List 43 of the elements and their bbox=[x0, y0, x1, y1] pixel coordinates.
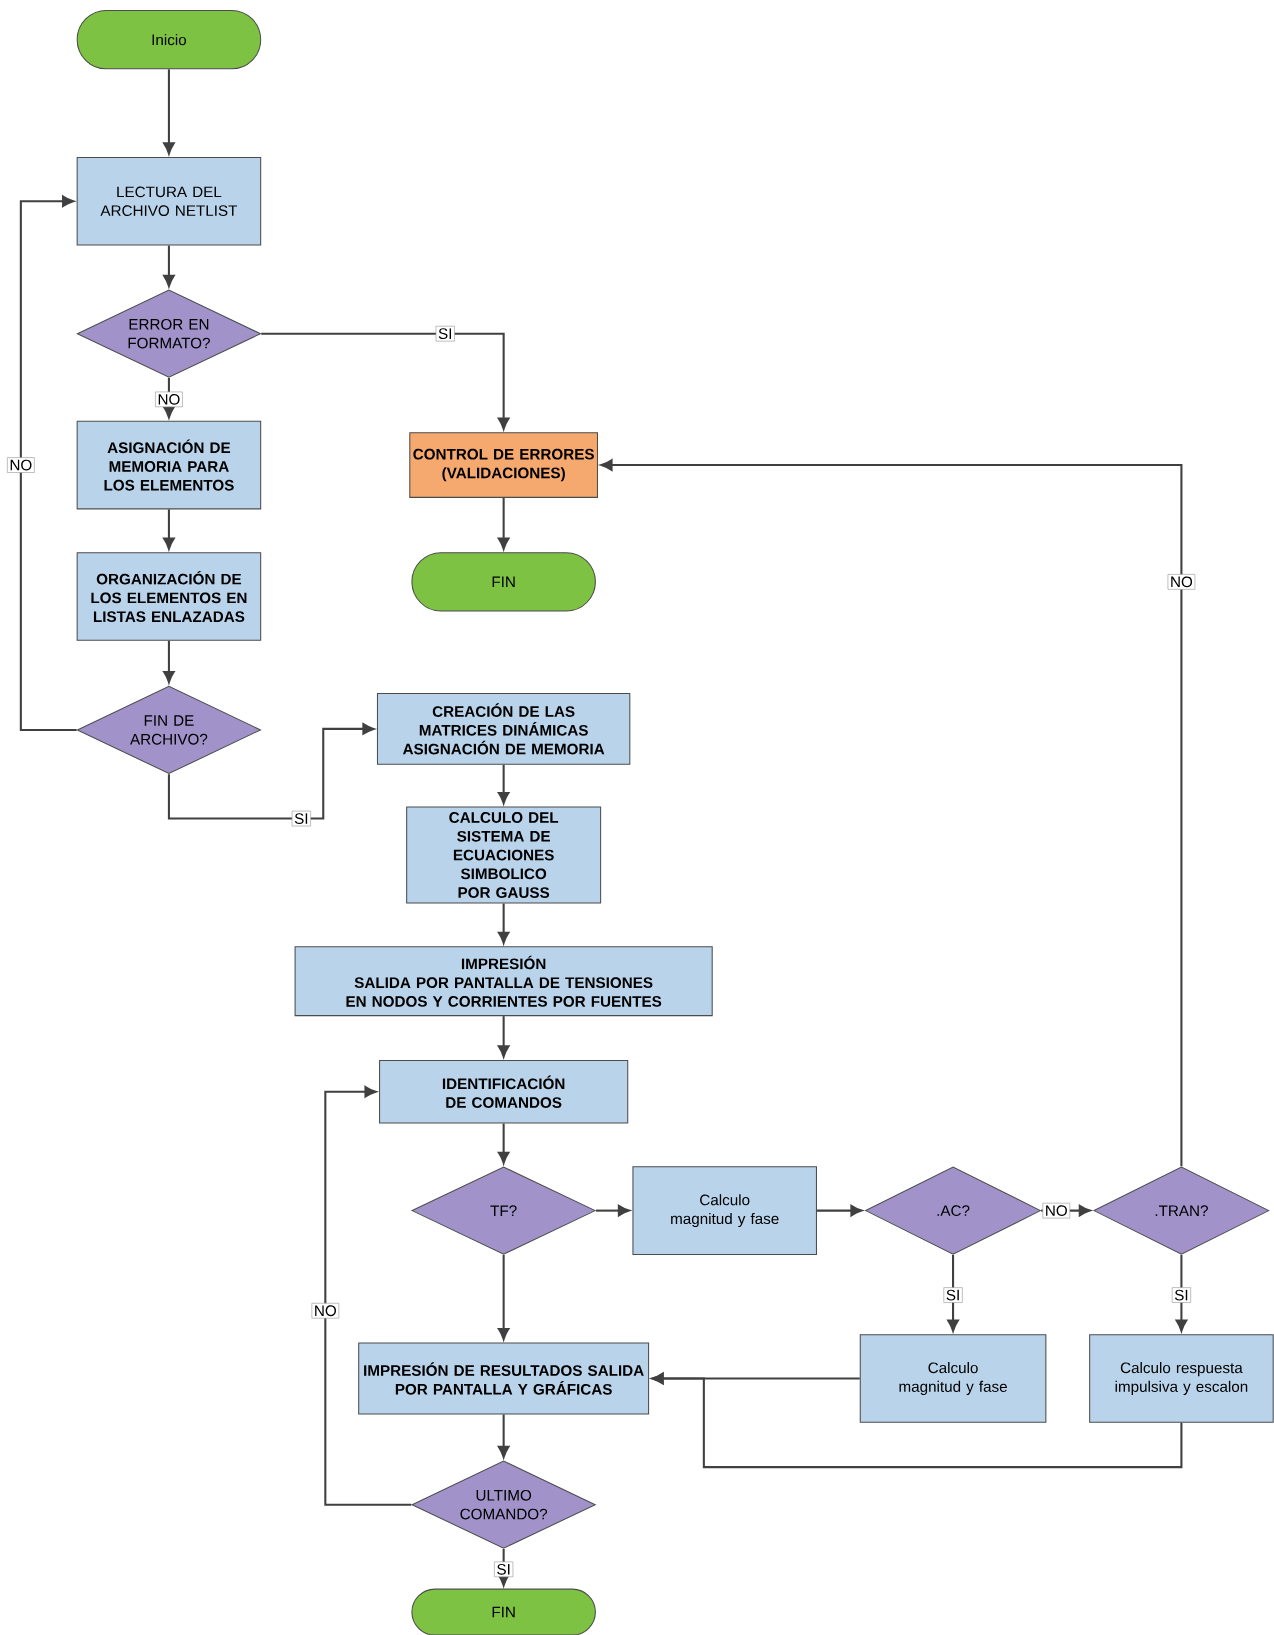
arrow bbox=[167, 723, 375, 820]
arrow bbox=[497, 1254, 510, 1341]
process-box: CONTROL DE ERRORES (VALIDACIONES) bbox=[409, 432, 598, 498]
arrow bbox=[497, 1016, 510, 1058]
arrow bbox=[261, 332, 510, 430]
process-box: Calculo respuesta impulsiva y escalon bbox=[1089, 1334, 1274, 1423]
edge-label: NO bbox=[1167, 574, 1196, 590]
process-box: IMPRESIÓN DE RESULTADOS SALIDA POR PANTALLA Y GRÁFICAS bbox=[358, 1342, 649, 1415]
arrow bbox=[19, 195, 77, 731]
process-box: CALCULO DEL SISTEMA DE ECUACIONES SIMBOLICO POR GAUSS bbox=[406, 806, 602, 904]
arrow bbox=[163, 245, 175, 287]
edge-label: NO bbox=[155, 391, 183, 408]
arrow bbox=[497, 497, 510, 550]
arrow bbox=[163, 640, 175, 684]
arrow bbox=[1175, 1254, 1188, 1332]
process-box: IMPRESIÓN SALIDA POR PANTALLA DE TENSIONES EN NODOS Y CORRIENTES POR FUENTES bbox=[294, 946, 713, 1017]
process-box: IDENTIFICACIÓN DE COMANDOS bbox=[378, 1059, 629, 1124]
arrow bbox=[600, 459, 1183, 1167]
arrow bbox=[497, 764, 510, 805]
edge-label: SI bbox=[1171, 1287, 1191, 1303]
arrow bbox=[947, 1254, 959, 1332]
process-box: CREACIÓN DE LAS MATRICES DINÁMICAS ASIGNACIÓN DE MEMORIA bbox=[376, 692, 631, 765]
arrow bbox=[816, 1204, 863, 1217]
edge-label: SI bbox=[493, 1561, 514, 1578]
process-box: LECTURA DEL ARCHIVO NETLIST bbox=[76, 156, 262, 246]
edge-label: SI bbox=[291, 810, 311, 827]
edge-label: NO bbox=[311, 1302, 340, 1319]
arrow bbox=[163, 509, 175, 550]
process-box: ORGANIZACIÓN DE LOS ELEMENTOS EN LISTAS ENLAZADAS bbox=[76, 552, 262, 641]
process-box: Calculo magnitud y fase bbox=[859, 1334, 1047, 1423]
arrow bbox=[324, 1085, 412, 1506]
arrow bbox=[497, 903, 510, 944]
arrow bbox=[163, 69, 175, 155]
edge-label: NO bbox=[1042, 1202, 1070, 1219]
process-box: Calculo magnitud y fase bbox=[632, 1166, 817, 1255]
edge-label: SI bbox=[943, 1287, 963, 1303]
arrow bbox=[497, 1123, 510, 1164]
process-box: ASIGNACIÓN DE MEMORIA PARA LOS ELEMENTOS bbox=[76, 420, 262, 510]
edge-label: NO bbox=[6, 457, 35, 473]
arrow bbox=[651, 1372, 1183, 1469]
arrow bbox=[595, 1204, 630, 1217]
arrow bbox=[497, 1414, 510, 1458]
edge-label: SI bbox=[435, 325, 455, 342]
